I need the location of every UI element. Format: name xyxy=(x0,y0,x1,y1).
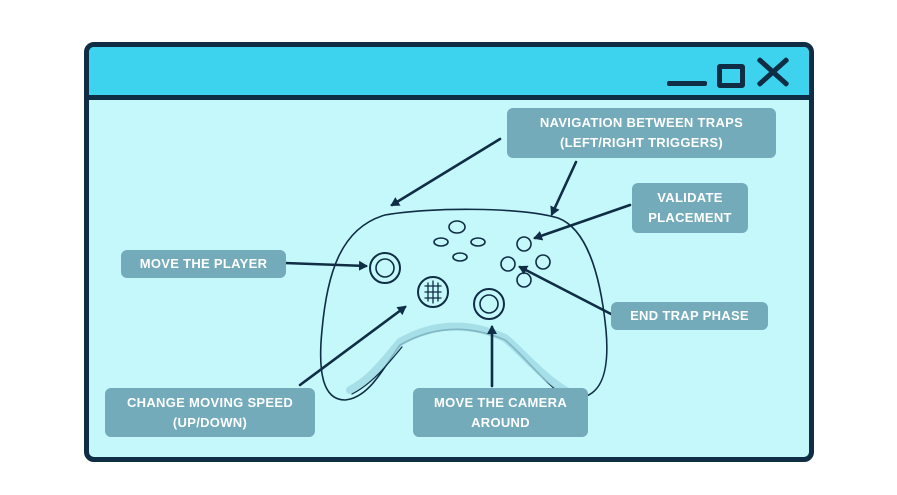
window-controls xyxy=(667,54,791,88)
label-move-the-camera-around: MOVE THE CAMERA AROUND xyxy=(413,388,588,437)
arrow-navigation-left xyxy=(390,137,502,207)
dpad-icon xyxy=(417,276,449,308)
label-change-moving-speed: CHANGE MOVING SPEED (UP/DOWN) xyxy=(105,388,315,437)
arrow-change-speed xyxy=(298,305,407,387)
face-button-top xyxy=(516,236,532,252)
arrow-validate xyxy=(533,203,632,241)
minimize-icon[interactable] xyxy=(667,81,707,86)
gamepad-icon xyxy=(319,208,608,401)
label-move-the-player: MOVE THE PLAYER xyxy=(121,250,286,278)
arrow-navigation-right xyxy=(550,160,578,216)
arrow-end-trap xyxy=(518,265,613,316)
label-validate-placement: VALIDATE PLACEMENT xyxy=(632,183,748,233)
left-stick-icon xyxy=(369,252,401,284)
maximize-icon[interactable] xyxy=(717,64,745,88)
window-titlebar xyxy=(89,47,809,100)
face-button-right xyxy=(535,254,551,270)
right-stick-icon xyxy=(473,288,505,320)
arrow-move-player xyxy=(283,260,368,271)
face-button-left xyxy=(500,256,516,272)
label-navigation-between-traps: NAVIGATION BETWEEN TRAPS (LEFT/RIGHT TRI… xyxy=(507,108,776,158)
label-end-trap-phase: END TRAP PHASE xyxy=(611,302,768,330)
